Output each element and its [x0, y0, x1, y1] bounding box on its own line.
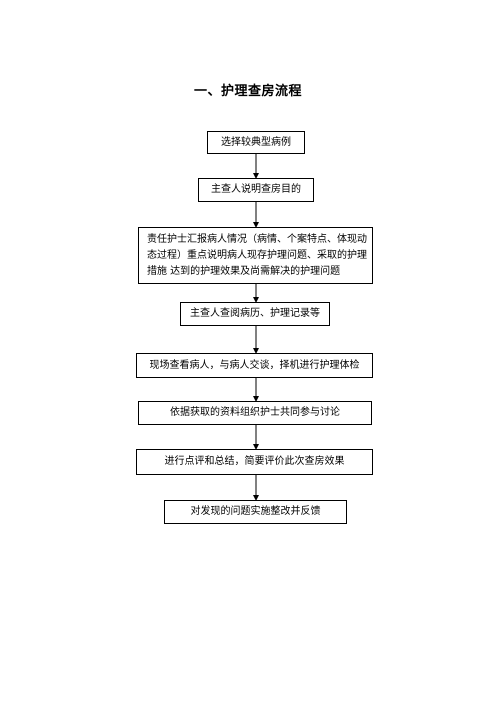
step-3-box: 责任护士汇报病人情况（病情、个案特点、体现动态过程）重点说明病人现存护理问题、采…: [138, 227, 373, 284]
step-7-text: 进行点评和总结，简要评价此次查房效果: [164, 456, 345, 467]
step-1-box: 选择较典型病例: [207, 131, 305, 154]
step-4-box: 主查人查阅病历、护理记录等: [180, 302, 330, 326]
step-6-box: 依据获取的资料组织护士共同参与讨论: [138, 401, 372, 425]
step-5-box: 现场查看病人，与病人交谈，择机进行护理体检: [136, 353, 373, 378]
page-title: 一、护理查房流程: [193, 84, 302, 99]
step-4-text: 主查人查阅病历、护理记录等: [190, 308, 320, 319]
step-2-text: 主查人说明查房目的: [211, 184, 301, 195]
step-7-box: 进行点评和总结，简要评价此次查房效果: [136, 449, 373, 475]
step-6-text: 依据获取的资料组织护士共同参与讨论: [170, 407, 340, 418]
step-5-text: 现场查看病人，与病人交谈，择机进行护理体检: [149, 359, 360, 371]
step-3-text: 责任护士汇报病人情况（病情、个案特点、体现动态过程）重点说明病人现存护理问题、采…: [147, 233, 367, 277]
step-8-box: 对发现的问题实施整改并反馈: [164, 500, 347, 524]
step-1-text: 选择较典型病例: [221, 136, 291, 148]
step-8-text: 对发现的问题实施整改并反馈: [190, 506, 321, 517]
step-2-box: 主查人说明查房目的: [198, 178, 314, 202]
